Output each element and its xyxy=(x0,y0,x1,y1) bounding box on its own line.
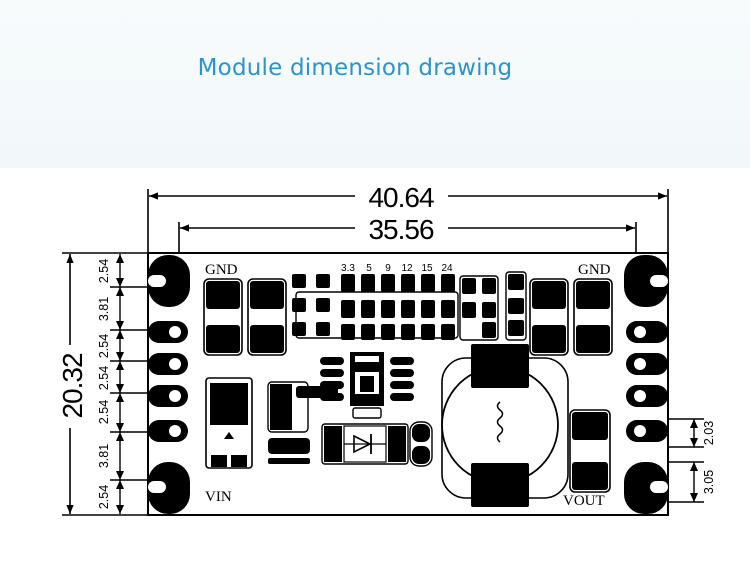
right-header-pads xyxy=(624,255,668,514)
left-pitch-label: 2.54 xyxy=(97,259,111,283)
left-pitch-label: 2.54 xyxy=(97,334,111,358)
gnd-left-label: GND xyxy=(205,262,238,278)
schottky-diode xyxy=(321,423,409,465)
feedback-resistor-pads xyxy=(268,386,338,464)
vin-label: VIN xyxy=(205,489,232,505)
svg-text:12: 12 xyxy=(401,263,413,274)
overall-width-dimension: 40.64 xyxy=(147,182,669,258)
right-pitch-dimensions: 2.03 3.05 xyxy=(668,418,716,503)
left-pitch-label: 3.81 xyxy=(97,444,111,468)
vout-label: VOUT xyxy=(563,493,605,509)
right-pitch-label: 2.03 xyxy=(702,421,716,445)
left-pitch-label: 3.81 xyxy=(97,297,111,321)
header-band xyxy=(0,0,750,168)
input-power-pad xyxy=(205,377,253,469)
left-pitch-label: 2.54 xyxy=(97,366,111,390)
left-pitch-dimensions: 2.54 3.81 2.54 2.54 2.54 3.81 2.54 xyxy=(97,254,148,514)
regulator-ic xyxy=(320,352,414,419)
bootstrap-capacitor xyxy=(267,381,309,433)
left-header-pads xyxy=(148,255,190,514)
output-bulk-capacitor xyxy=(569,409,611,493)
pin-span-label: 35.56 xyxy=(368,214,433,245)
overall-width-label: 40.64 xyxy=(368,182,433,213)
output-capacitor-pads xyxy=(529,278,613,356)
input-capacitor-pads xyxy=(203,278,287,356)
overall-height-dimension: 20.32 xyxy=(57,252,148,516)
svg-text:24: 24 xyxy=(441,263,453,274)
left-pitch-label: 2.54 xyxy=(97,485,111,509)
svg-text:15: 15 xyxy=(421,263,433,274)
svg-text:3.3: 3.3 xyxy=(341,263,355,274)
voltage-select-pad-array xyxy=(292,271,527,341)
overall-height-label: 20.32 xyxy=(57,353,88,418)
right-pitch-label: 3.05 xyxy=(702,470,716,494)
voltage-option-labels: 3.3 5 9 12 15 24 xyxy=(341,263,453,274)
gnd-right-label: GND xyxy=(578,262,611,278)
svg-text:9: 9 xyxy=(385,263,391,274)
small-capacitor-pads xyxy=(409,421,433,467)
power-inductor xyxy=(441,344,569,507)
svg-text:5: 5 xyxy=(366,263,372,274)
page-title: Module dimension drawing xyxy=(197,55,513,81)
left-pitch-label: 2.54 xyxy=(97,400,111,424)
